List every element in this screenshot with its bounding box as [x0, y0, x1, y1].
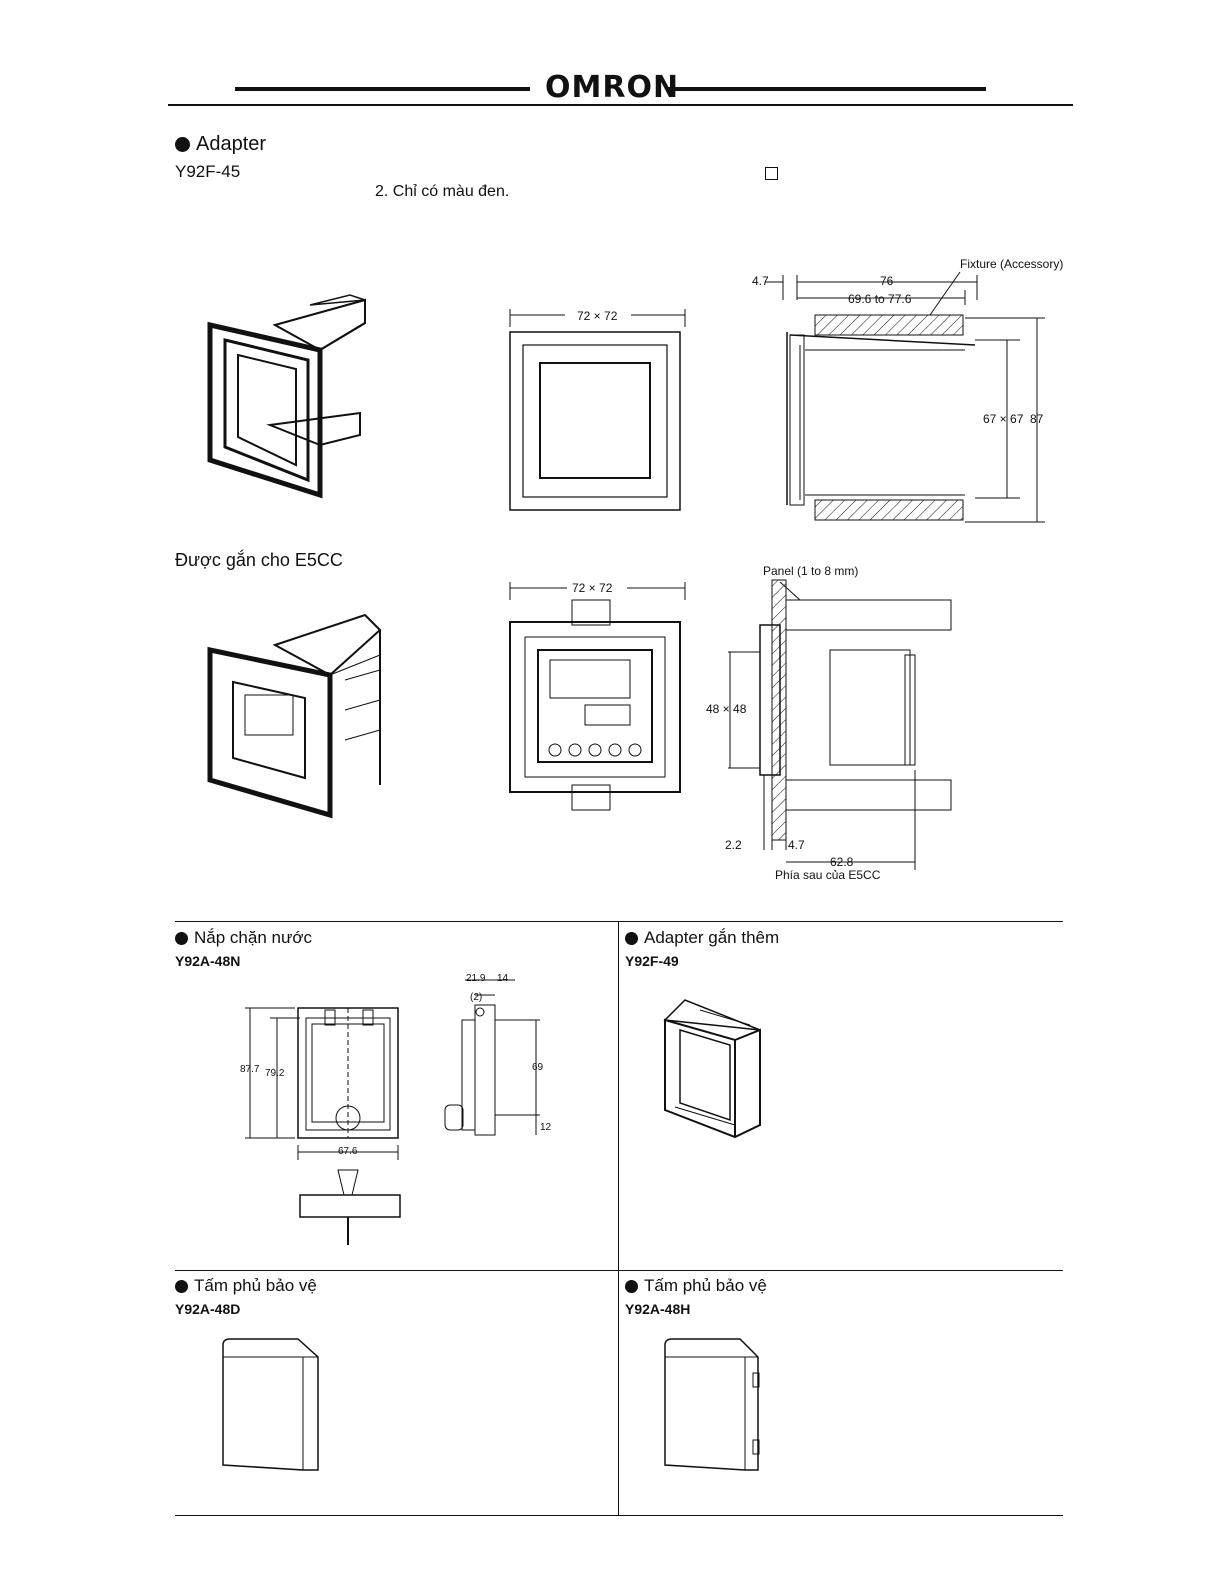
water-cover-model: Y92A-48N: [175, 953, 241, 969]
bullet-icon: [175, 137, 190, 152]
adapter-note: 2. Chỉ có màu đen.: [375, 183, 510, 200]
cover-h-title: Tấm phủ bảo vệ: [625, 1276, 767, 1296]
cover-h-model: Y92A-48H: [625, 1301, 691, 1317]
dim-2-2: 2.2: [725, 838, 742, 852]
adapter-side-section: [765, 271, 1045, 523]
dim-front-top: 72 × 72: [577, 309, 618, 323]
dim-2: (2): [470, 992, 483, 1003]
header-underline: [168, 104, 1073, 106]
adapter-front-view: [509, 307, 686, 511]
header-rule-left: [235, 87, 530, 91]
water-cover-title: Nắp chặn nước: [175, 928, 312, 948]
dim-76: 76: [880, 274, 894, 288]
adapter-3d-illustration: [207, 294, 366, 499]
dim-67-6: 67.6: [338, 1146, 358, 1157]
mounted-3d-illustration: [207, 613, 382, 819]
cover-d-model: Y92A-48D: [175, 1301, 241, 1317]
rear-label: Phía sau của E5CC: [775, 868, 881, 882]
water-cover-side-view: [444, 979, 540, 1136]
fixture-label: Fixture (Accessory): [960, 257, 1064, 271]
dim-4-7b: 4.7: [788, 838, 805, 852]
extra-adapter-title: Adapter gắn thêm: [625, 928, 779, 948]
extra-adapter-model: Y92F-49: [625, 953, 679, 969]
mounted-label: Được gắn cho E5CC: [175, 550, 343, 570]
dim-21-9: 21.9: [466, 973, 486, 984]
panel-label: Panel (1 to 8 mm): [763, 564, 859, 578]
cover-d-illustration: [222, 1338, 319, 1471]
dim-range: 69.6 to 77.6: [848, 292, 912, 306]
dim-87-7: 87.7: [240, 1064, 260, 1075]
dim-62-8: 62.8: [830, 855, 854, 869]
dim-front-mounted: 72 × 72: [572, 581, 613, 595]
adapter-title: Adapter: [175, 133, 266, 156]
bullet-icon: [175, 1279, 188, 1293]
header-rule-right: [668, 87, 986, 91]
dim-14: 14: [497, 973, 509, 984]
bullet-icon: [625, 931, 638, 945]
bullet-icon: [175, 931, 188, 945]
adapter-model: Y92F-45: [175, 162, 241, 181]
dim-4-7: 4.7: [752, 274, 769, 288]
section-divider-bottom: [175, 1515, 1063, 1516]
section-divider-middle: [175, 1270, 1063, 1271]
mounted-front-view: [509, 580, 686, 811]
dim-69: 69: [532, 1062, 544, 1073]
section-divider-top: [175, 921, 1063, 922]
dim-48: 48 × 48: [706, 702, 747, 716]
bullet-icon: [625, 1279, 638, 1293]
dim-87: 87: [1030, 412, 1044, 426]
dim-12: 12: [540, 1122, 552, 1133]
mounted-side-view: [728, 579, 952, 870]
section-divider-vertical: [618, 921, 619, 1515]
checkbox-symbol-icon: [765, 167, 778, 180]
extra-adapter-illustration: [663, 999, 761, 1139]
cover-h-illustration: [664, 1338, 760, 1471]
dim-79-2: 79.2: [265, 1068, 285, 1079]
dim-67: 67 × 67: [983, 412, 1024, 426]
cover-d-title: Tấm phủ bảo vệ: [175, 1276, 317, 1296]
water-cover-front-view: [245, 1007, 401, 1245]
omron-logo: OMRON: [545, 70, 680, 105]
